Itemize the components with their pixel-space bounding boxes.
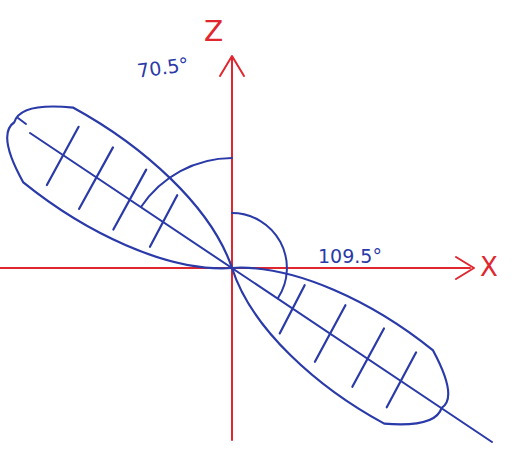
upper-lobe	[0, 83, 258, 307]
lobe-axis-dash	[18, 118, 26, 124]
axis-label: Z	[204, 18, 223, 46]
lobe-outline	[0, 83, 258, 307]
x-arrowhead	[456, 257, 474, 279]
hatch-line	[310, 305, 351, 362]
angle-arc	[141, 158, 232, 207]
z-arrowhead	[220, 56, 244, 76]
hatch-line	[74, 147, 118, 209]
hatch-line	[145, 195, 182, 247]
hatch-line	[42, 127, 84, 185]
hatch-line	[347, 328, 389, 386]
lobe-axis-line	[30, 133, 492, 442]
lower-lobe	[206, 231, 468, 448]
hatch-line	[108, 170, 151, 230]
angle-label: 70.5°	[136, 55, 190, 81]
hatch-line	[275, 285, 310, 333]
angle-label: 109.5°	[318, 247, 382, 266]
lobe-outline	[206, 231, 468, 448]
axis-label: X	[480, 254, 498, 280]
z-axis	[231, 58, 233, 440]
angle-arc	[232, 213, 287, 298]
hatch-line	[382, 352, 421, 407]
